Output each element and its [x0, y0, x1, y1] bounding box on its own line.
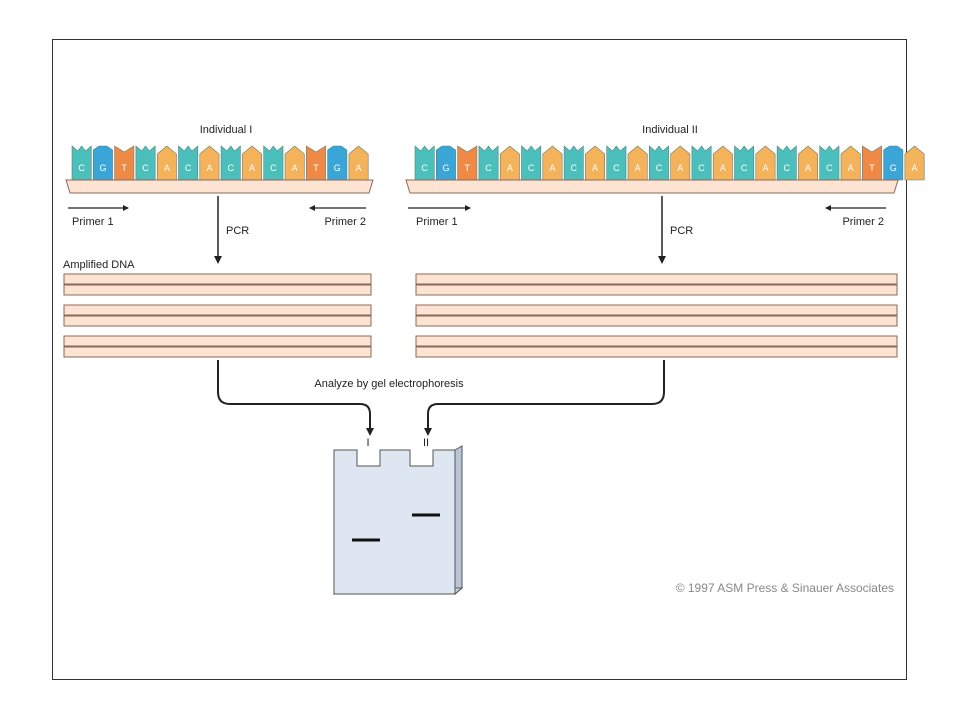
- base-letter: C: [698, 163, 705, 173]
- amplified-dna-label: Amplified DNA: [63, 259, 135, 271]
- base-block: [306, 145, 326, 181]
- gel-arrow-i: [217, 360, 374, 436]
- base-letter: C: [613, 163, 620, 173]
- individual-1-title: Individual I: [200, 124, 253, 136]
- amplified-strand: [415, 284, 898, 296]
- base-block: [627, 145, 648, 181]
- base-block: [712, 145, 733, 181]
- base-block: [499, 145, 520, 181]
- base-letter: A: [549, 163, 555, 173]
- base-block: [284, 145, 305, 181]
- individual-2-title: Individual II: [642, 124, 698, 136]
- base-letter: A: [592, 163, 598, 173]
- base-block: [242, 145, 262, 181]
- base-letter: C: [741, 163, 748, 173]
- amplified-strand: [63, 335, 372, 347]
- amplified-dna-i: [63, 273, 372, 358]
- base-letter: G: [890, 163, 897, 173]
- amplified-strand: [415, 273, 898, 285]
- base-block: [542, 145, 563, 181]
- amplified-strand: [415, 304, 898, 316]
- base-block: [798, 145, 818, 181]
- base-letter: A: [206, 163, 212, 173]
- base-letter: C: [656, 163, 663, 173]
- gel-side: [454, 445, 463, 596]
- base-letter: T: [465, 163, 471, 173]
- primer-1-label-i: Primer 1: [72, 216, 114, 228]
- base-letter: A: [912, 163, 918, 173]
- base-letter: A: [720, 163, 726, 173]
- gel: I II: [332, 437, 464, 596]
- individual-1-backbone: [65, 179, 374, 194]
- base-letter: C: [142, 163, 149, 173]
- base-block: [457, 145, 478, 181]
- base-letter: A: [356, 163, 362, 173]
- individual-2-backbone: [405, 179, 899, 194]
- base-block: [156, 145, 177, 181]
- base-letter: A: [762, 163, 768, 173]
- amplified-strand: [63, 284, 372, 296]
- base-letter: A: [635, 163, 641, 173]
- base-block: [755, 145, 776, 181]
- amplified-strand: [63, 346, 372, 358]
- copyright-text: © 1997 ASM Press & Sinauer Associates: [676, 581, 894, 595]
- base-block: [585, 145, 605, 181]
- amplified-strand: [415, 315, 898, 327]
- amplified-strand: [415, 346, 898, 358]
- gel-lane-ii-label: II: [423, 437, 429, 449]
- base-letter: A: [292, 163, 298, 173]
- base-letter: C: [826, 163, 833, 173]
- base-letter: C: [185, 163, 192, 173]
- base-block: [348, 145, 369, 181]
- base-letter: C: [421, 163, 428, 173]
- amplified-strand: [415, 335, 898, 347]
- base-letter: C: [78, 163, 85, 173]
- base-letter: C: [528, 163, 535, 173]
- amplified-strand: [63, 273, 372, 285]
- amplified-strand: [63, 304, 372, 316]
- primer-1-label-ii: Primer 1: [416, 216, 458, 228]
- base-letter: A: [249, 163, 255, 173]
- base-letter: C: [485, 163, 492, 173]
- base-block: [862, 145, 882, 181]
- gel-lane-i-label: I: [366, 437, 369, 449]
- pcr-label-ii: PCR: [670, 225, 693, 237]
- base-letter: T: [122, 163, 128, 173]
- analyze-label: Analyze by gel electrophoresis: [314, 378, 464, 390]
- base-letter: G: [334, 163, 341, 173]
- amplified-dna-ii: [415, 273, 898, 358]
- base-letter: T: [869, 163, 875, 173]
- base-block: [670, 145, 691, 181]
- primer-2-label-ii: Primer 2: [842, 216, 884, 228]
- gel-body: [333, 449, 456, 595]
- primer-2-label-i: Primer 2: [324, 216, 366, 228]
- base-block: [199, 145, 220, 181]
- base-letter: A: [805, 163, 811, 173]
- base-letter: A: [677, 163, 683, 173]
- base-block: [114, 145, 135, 181]
- base-letter: T: [313, 163, 319, 173]
- base-letter: G: [99, 163, 106, 173]
- figure-frame: [52, 39, 907, 680]
- gel-arrow-ii: [424, 360, 665, 436]
- base-letter: A: [507, 163, 513, 173]
- base-letter: G: [442, 163, 449, 173]
- base-letter: C: [228, 163, 235, 173]
- base-block: [840, 145, 861, 181]
- base-letter: A: [164, 163, 170, 173]
- base-letter: C: [784, 163, 791, 173]
- base-letter: C: [571, 163, 578, 173]
- base-block: [904, 145, 925, 181]
- base-letter: C: [270, 163, 277, 173]
- base-letter: A: [848, 163, 854, 173]
- amplified-strand: [63, 315, 372, 327]
- pcr-label-i: PCR: [226, 225, 249, 237]
